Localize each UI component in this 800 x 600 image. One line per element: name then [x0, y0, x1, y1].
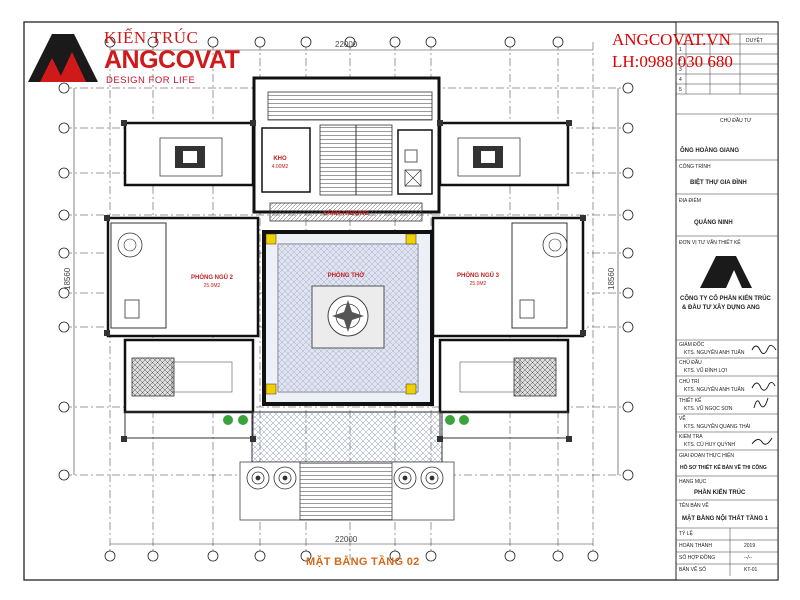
room-area-phong-ngu-2: 25.0M2	[204, 283, 221, 289]
signature-director	[751, 345, 777, 354]
dimension-left: 18560	[63, 267, 72, 290]
tb-stage-label: GIAI ĐOẠN THỰC HIỆN	[679, 453, 735, 459]
room-label-phong-ngu-3: PHÒNG NGỦ 3	[457, 271, 500, 279]
tb-rev-row-2: 2	[679, 57, 682, 63]
tb-owner: ÔNG HOÀNG GIANG	[680, 148, 740, 154]
dimension-top: 22000	[335, 40, 358, 49]
logo-line-1: KIẾN TRÚC	[104, 28, 199, 47]
room-area-kho: 4.00M2	[272, 164, 289, 170]
tb-contract: --/--	[744, 555, 753, 561]
tb-scale-label: TỶ LỆ	[679, 531, 693, 537]
brand-phone: LH:0988 030 680	[612, 52, 733, 71]
dimension-lines	[73, 49, 619, 545]
room-label-kho: KHO	[273, 156, 287, 162]
tb-rev-row-3: 3	[679, 67, 682, 73]
drawing-title: MẶT BẰNG TẦNG 02	[306, 556, 420, 568]
brand-domain: ANGCOVAT.VN	[612, 30, 731, 49]
tb-rev-row-5: 5	[679, 87, 682, 93]
tb-design-lead-label: CHỦ TRÌ	[679, 379, 700, 385]
tb-project-label: CÔNG TRÌNH	[679, 164, 711, 170]
tb-rev-row-4: 4	[679, 77, 682, 83]
tb-rev-row-1: 1	[679, 47, 682, 53]
tb-designer: KTS. VŨ NGỌC SƠN	[684, 406, 733, 412]
tb-date: 2019	[744, 543, 756, 549]
tb-consultant-label: ĐƠN VỊ TƯ VẤN THIẾT KẾ	[679, 240, 741, 246]
room-label-phong-ngu-2: PHÒNG NGỦ 2	[191, 273, 234, 281]
tb-designer-label: THIẾT KẾ	[679, 398, 702, 404]
tb-category: PHẦN KIẾN TRÚC	[694, 490, 746, 496]
tb-date-label: HOÀN THÀNH	[679, 543, 712, 549]
tb-company-line-2: & ĐẦU TƯ XÂY DỰNG ANG	[682, 305, 760, 311]
tb-project: BIỆT THỰ GIA ĐÌNH	[690, 180, 747, 186]
tb-company-line-1: CÔNG TY CỔ PHẦN KIẾN TRÚC	[680, 296, 771, 302]
title-block-rows	[676, 33, 778, 576]
angcovat-logo-icon	[28, 34, 98, 82]
grid-bubbles	[58, 36, 634, 562]
tb-sheet-no-label: BẢN VẼ SỐ	[679, 567, 706, 573]
signature-checker	[751, 437, 773, 445]
dimension-bottom: 22000	[335, 535, 358, 544]
tb-revision-header: DUYỆT	[746, 38, 763, 44]
tb-stage: HỒ SƠ THIẾT KẾ BẢN VẼ THI CÔNG	[680, 465, 767, 471]
title-block-frame	[675, 21, 779, 581]
dimension-right: 18560	[607, 267, 616, 290]
tb-director-label: GIÁM ĐỐC	[679, 342, 705, 348]
tb-drafter: KTS. NGUYỄN QUANG THÁI	[684, 424, 751, 430]
tb-category-label: HẠNG MỤC	[679, 479, 707, 485]
tb-design-lead: KTS. NGUYỄN ANH TUẤN	[684, 387, 745, 393]
tb-sheet-name: MẶT BẰNG NỘI THẤT TẦNG 1	[682, 516, 768, 522]
room-label-phong-tho: PHÒNG THỜ	[328, 271, 366, 279]
building-plan	[104, 76, 586, 521]
company-logo-icon	[700, 256, 752, 288]
tb-checker-label: KIỂM TRA	[679, 434, 703, 440]
signature-design-lead	[751, 381, 776, 391]
tb-checker: KTS. CÙ HUY QUỲNH	[684, 442, 736, 448]
tb-chief-engineer-label: CHỦ ĐẦU	[679, 360, 702, 366]
tb-sheet-no: KT-01	[744, 567, 758, 573]
tb-director: KTS. NGUYỄN ANH TUẤN	[684, 350, 745, 356]
tb-drafter-label: VẼ	[679, 416, 686, 422]
tb-location: QUẢNG NINH	[694, 220, 733, 226]
logo-brand-name: ANGCOVAT	[104, 46, 240, 74]
logo-tagline: DESIGN FOR LIFE	[106, 75, 196, 86]
tb-location-label: ĐỊA ĐIỂM	[679, 198, 701, 204]
room-area-phong-ngu-3: 25.0M2	[470, 281, 487, 287]
tb-chief-engineer: KTS. VŨ ĐÌNH LỢI	[684, 368, 727, 374]
signature-designer	[753, 397, 769, 409]
tb-contract-label: SỐ HỢP ĐỒNG	[679, 555, 716, 561]
tb-owner-label: CHỦ ĐẦU TƯ	[720, 118, 752, 124]
room-label-sanh: SẢNH THƯỢNG	[323, 210, 369, 217]
tb-sheet-name-label: TÊN BẢN VẼ	[679, 503, 709, 509]
signatures	[751, 345, 777, 445]
